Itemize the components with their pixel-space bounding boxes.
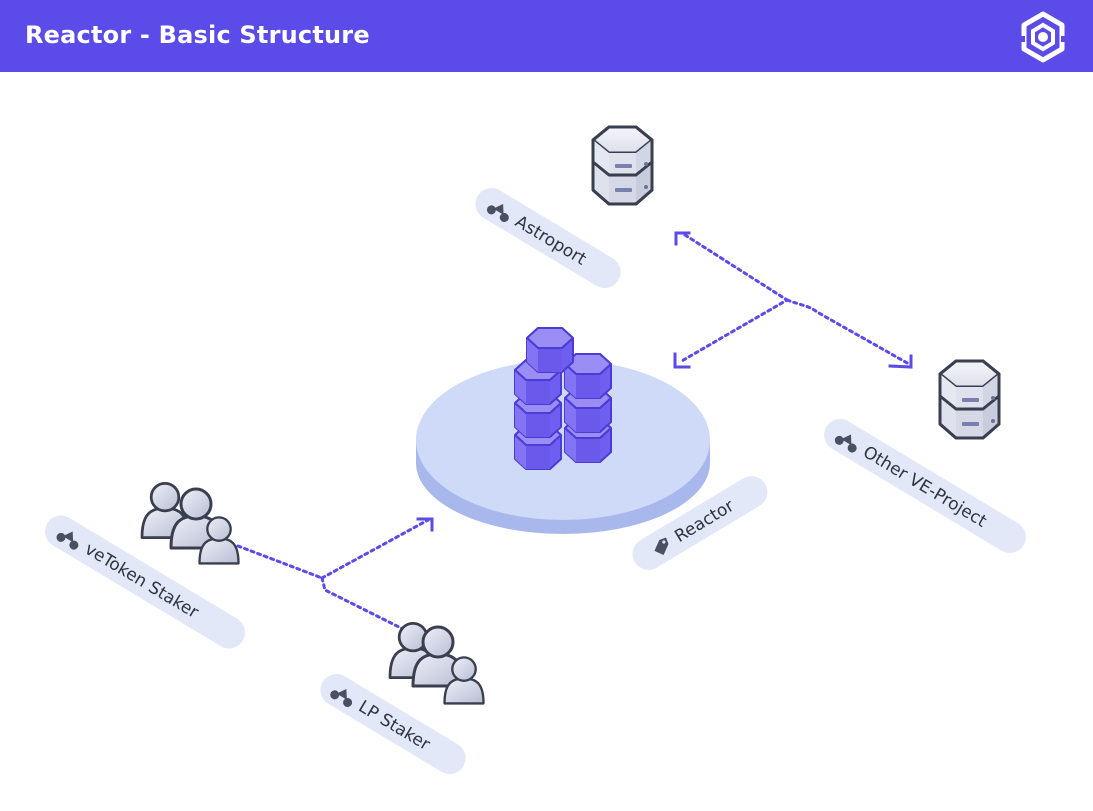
astroport-server-icon[interactable] (591, 125, 654, 206)
reactor-platform (416, 360, 710, 534)
connector-junction-lpstaker (320, 576, 407, 632)
other-ve-server-icon[interactable] (938, 359, 1001, 440)
arrowhead-otherve (888, 354, 913, 369)
svg-text:veToken Staker: veToken Staker (81, 539, 202, 623)
connector-vetoken-junction (236, 544, 324, 580)
label-other-ve-project: Other VE-Project (824, 419, 1026, 553)
connector-junction-reactor (320, 518, 430, 580)
page-title: Reactor - Basic Structure (25, 21, 370, 49)
header-bar: Reactor - Basic Structure (0, 0, 1093, 72)
vetoken-staker-users-icon[interactable] (140, 481, 240, 565)
diagram-canvas: Astroport Reactor Other VE-Project veTok… (44, 125, 1026, 774)
hex-logo-icon (1016, 11, 1070, 63)
lp-staker-users-icon[interactable] (388, 621, 485, 705)
tag-icon (654, 537, 669, 556)
arrowhead-astroport (674, 231, 691, 246)
connector-lines (236, 233, 911, 632)
svg-text:Other VE-Project: Other VE-Project (859, 442, 990, 532)
connector-junction-otherve (785, 298, 911, 366)
arrowhead-reactor-top (673, 352, 691, 369)
arrowheads (416, 231, 913, 532)
connector-astroport-reactor (678, 233, 790, 364)
arrowhead-reactor-bottom (416, 517, 434, 532)
